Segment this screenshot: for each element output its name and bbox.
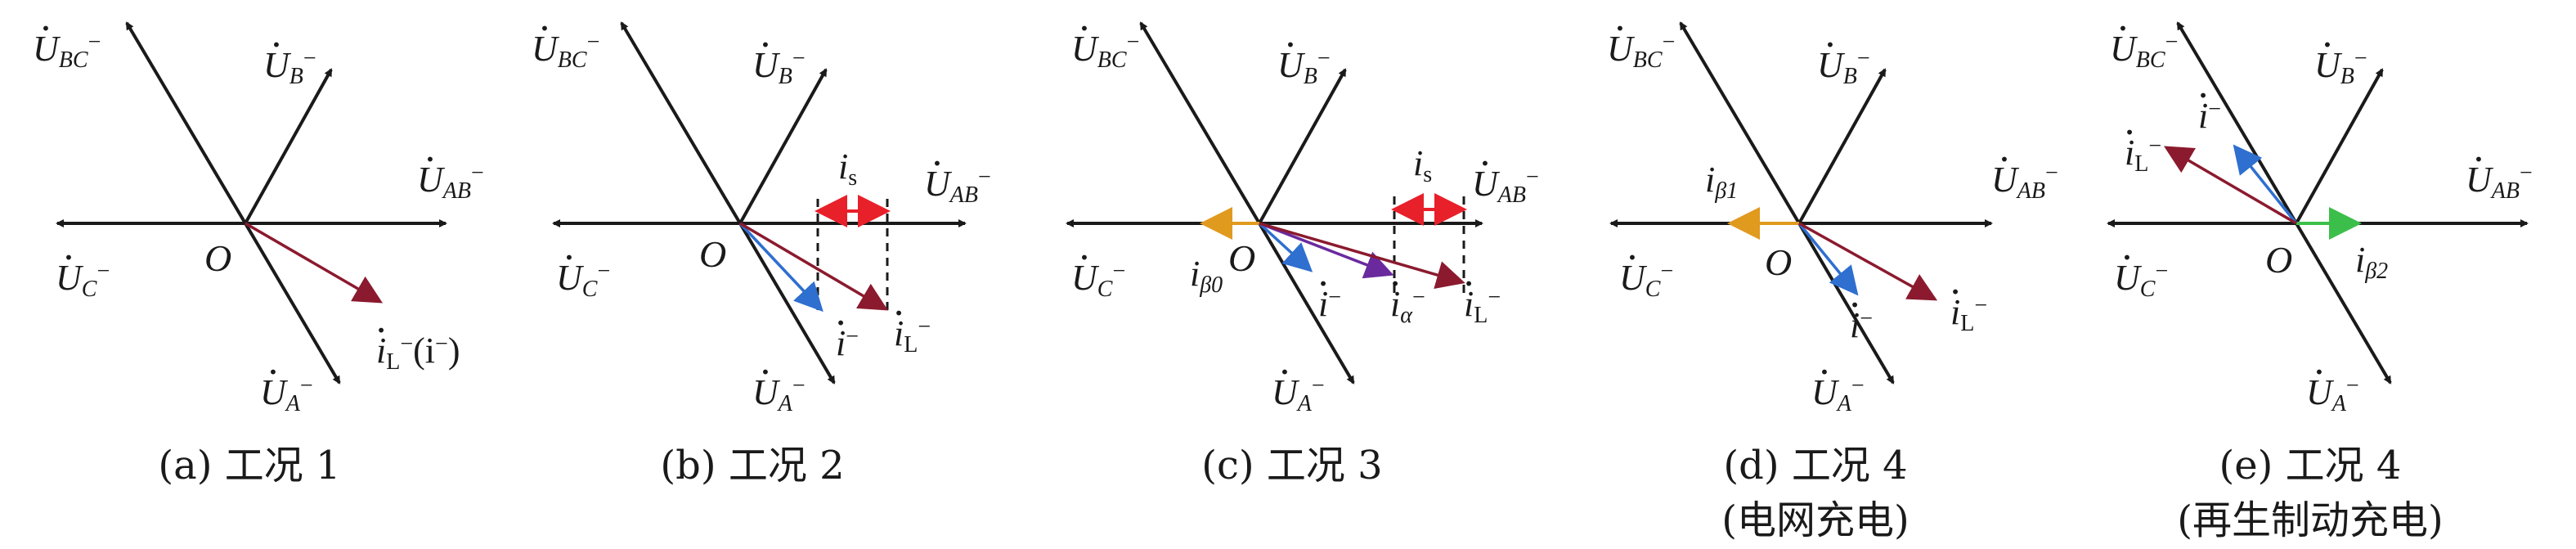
label-ubc: UBC−	[33, 31, 101, 72]
origin-label: O	[204, 237, 232, 279]
label-neg-current: i−	[1850, 308, 1873, 344]
label-uc: UC−	[1619, 260, 1673, 301]
axis-ubc	[2176, 21, 2298, 225]
label-uab: UAB−	[1991, 162, 2058, 203]
label-uc: UC−	[56, 260, 110, 301]
axis-ubc	[620, 21, 742, 225]
label-load-current: iL−	[1464, 286, 1501, 327]
label-neg-current: i−	[1318, 286, 1341, 322]
origin-label: O	[2265, 239, 2293, 281]
label-load-current: iL−	[894, 316, 931, 357]
label-uab: UAB−	[924, 166, 991, 207]
vector-load-current	[2163, 146, 2297, 225]
label-beta0-current: iβ0	[1190, 254, 1223, 298]
axis-ua	[244, 222, 341, 385]
vector-load-current	[1259, 222, 1465, 290]
vector-load-current	[245, 222, 384, 304]
label-ub: UB−	[263, 47, 316, 88]
label-uc: UC−	[2114, 260, 2168, 301]
label-ubc: UBC−	[1607, 31, 1675, 72]
origin-label: O	[699, 233, 727, 275]
label-ua: UA−	[1272, 375, 1325, 416]
vector-load-current	[739, 222, 889, 311]
caption-b: (b) 工况 2	[660, 443, 845, 488]
caption-a: (a) 工况 1	[158, 443, 341, 488]
axis-ubc	[1139, 21, 1261, 225]
label-uab: UAB−	[2466, 162, 2533, 203]
label-ubc: UBC−	[2110, 31, 2178, 72]
caption-d-line2: (电网充电)	[1721, 497, 1910, 543]
axis-ub	[738, 68, 828, 224]
label-ua: UA−	[1811, 375, 1865, 416]
label-ub: UB−	[2314, 47, 2367, 88]
vector-load-current	[1798, 222, 1938, 301]
axis-ua	[1258, 222, 1355, 385]
label-uc: UC−	[556, 260, 610, 301]
label-load-current: iL−	[1950, 295, 1987, 335]
label-is: is	[1413, 143, 1433, 187]
label-load-current: iL−(i−)	[376, 333, 460, 374]
label-uab: UAB−	[417, 162, 484, 203]
vector-neg-current	[1258, 222, 1313, 272]
axis-ub	[2295, 68, 2384, 224]
label-beta2-current: iβ2	[2355, 240, 2389, 284]
caption-e-line2: (再生制动充电)	[2177, 497, 2444, 543]
vector-neg-current	[1797, 222, 1859, 296]
label-ub: UB−	[1277, 47, 1331, 88]
axis-ubc	[125, 21, 247, 225]
panel-b	[552, 21, 967, 385]
label-neg-current: i−	[2198, 98, 2221, 134]
vector-alpha-current	[1259, 222, 1394, 279]
axis-ua	[1797, 222, 1895, 385]
panel-e	[2107, 21, 2529, 385]
panel-a	[56, 21, 447, 385]
axis-ua	[738, 222, 836, 385]
label-ub: UB−	[752, 47, 806, 88]
axis-ubc	[1679, 21, 1801, 225]
label-neg-current: i−	[836, 326, 859, 362]
panel-c	[1066, 21, 1483, 385]
label-ub: UB−	[1817, 47, 1870, 88]
label-uab: UAB−	[1472, 166, 1539, 207]
caption-c: (c) 工况 3	[1201, 443, 1383, 488]
origin-label: O	[1765, 241, 1793, 283]
panel-d	[1609, 21, 1993, 385]
caption-e-line1: (e) 工况 4	[2219, 443, 2402, 488]
axis-ub	[244, 68, 333, 224]
axis-ub	[1258, 68, 1347, 224]
vector-neg-current	[2233, 144, 2298, 225]
label-ubc: UBC−	[1071, 31, 1139, 72]
label-ubc: UBC−	[532, 31, 599, 72]
label-uc: UC−	[1071, 260, 1125, 301]
axis-ub	[1797, 68, 1887, 224]
origin-label: O	[1228, 237, 1256, 279]
axis-ua	[2295, 222, 2392, 385]
label-ua: UA−	[260, 375, 313, 416]
vector-neg-current	[738, 222, 824, 313]
label-beta1-current: iβ1	[1705, 160, 1739, 204]
label-load-current: iL−	[2125, 135, 2161, 176]
label-is: is	[838, 146, 858, 191]
caption-d-line1: (d) 工况 4	[1723, 443, 1908, 488]
label-ua: UA−	[2306, 375, 2359, 416]
label-alpha-current: iα−	[1390, 286, 1425, 327]
label-ua: UA−	[752, 375, 806, 416]
